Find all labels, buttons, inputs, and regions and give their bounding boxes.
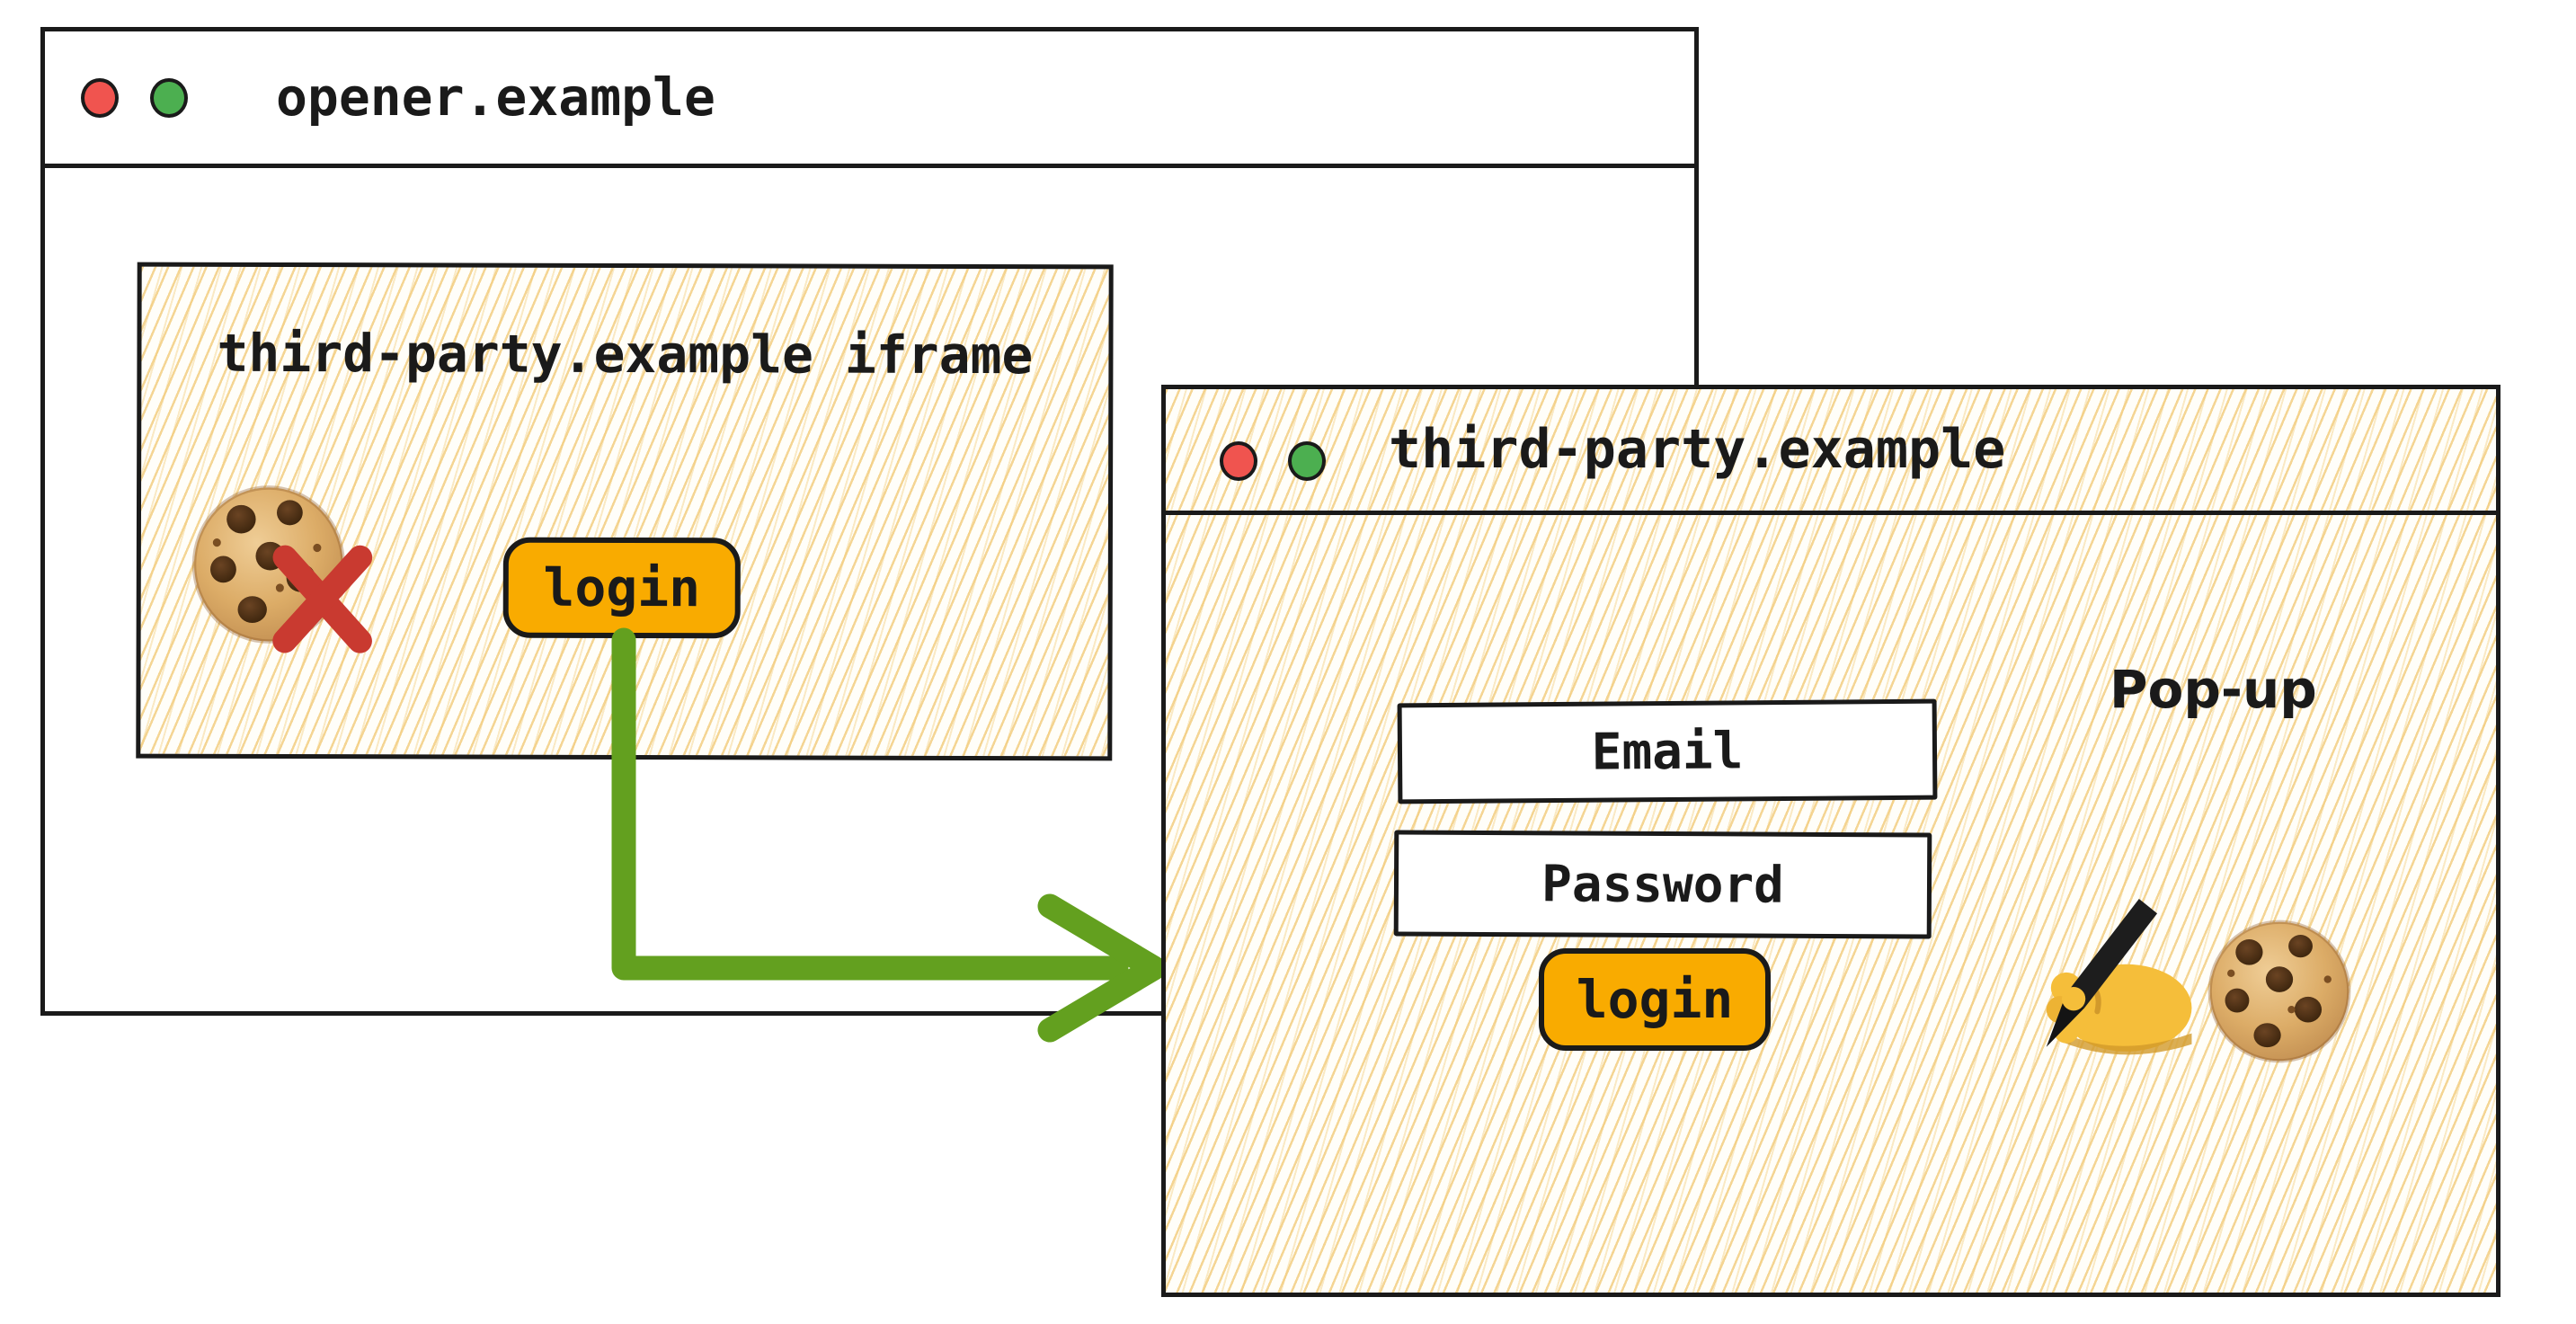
opener-window-title: opener.example	[276, 67, 715, 128]
popup-window: third-party.example Pop-up Email Passwor…	[1161, 385, 2500, 1297]
iframe-login-button[interactable]: login	[502, 537, 741, 639]
blocked-cross-icon	[188, 481, 386, 662]
minimize-button[interactable]	[1288, 441, 1326, 481]
popup-login-button[interactable]: login	[1539, 948, 1771, 1051]
writing-hand-icon	[2046, 899, 2192, 1055]
cookie-icon	[2207, 920, 2351, 1063]
popup-window-title: third-party.example	[1389, 418, 2006, 481]
close-button[interactable]	[1220, 441, 1257, 481]
blocked-cookie	[188, 481, 386, 662]
email-field[interactable]: Email	[1397, 698, 1938, 804]
close-button[interactable]	[81, 78, 119, 118]
minimize-button[interactable]	[150, 78, 188, 118]
opener-titlebar: opener.example	[45, 31, 1694, 168]
third-party-iframe: third-party.example iframe	[136, 262, 1114, 761]
popup-titlebar: third-party.example	[1166, 389, 2496, 515]
popup-annotation: Pop-up	[2110, 659, 2317, 720]
iframe-label: third-party.example iframe	[217, 322, 1034, 387]
password-field[interactable]: Password	[1393, 830, 1932, 939]
